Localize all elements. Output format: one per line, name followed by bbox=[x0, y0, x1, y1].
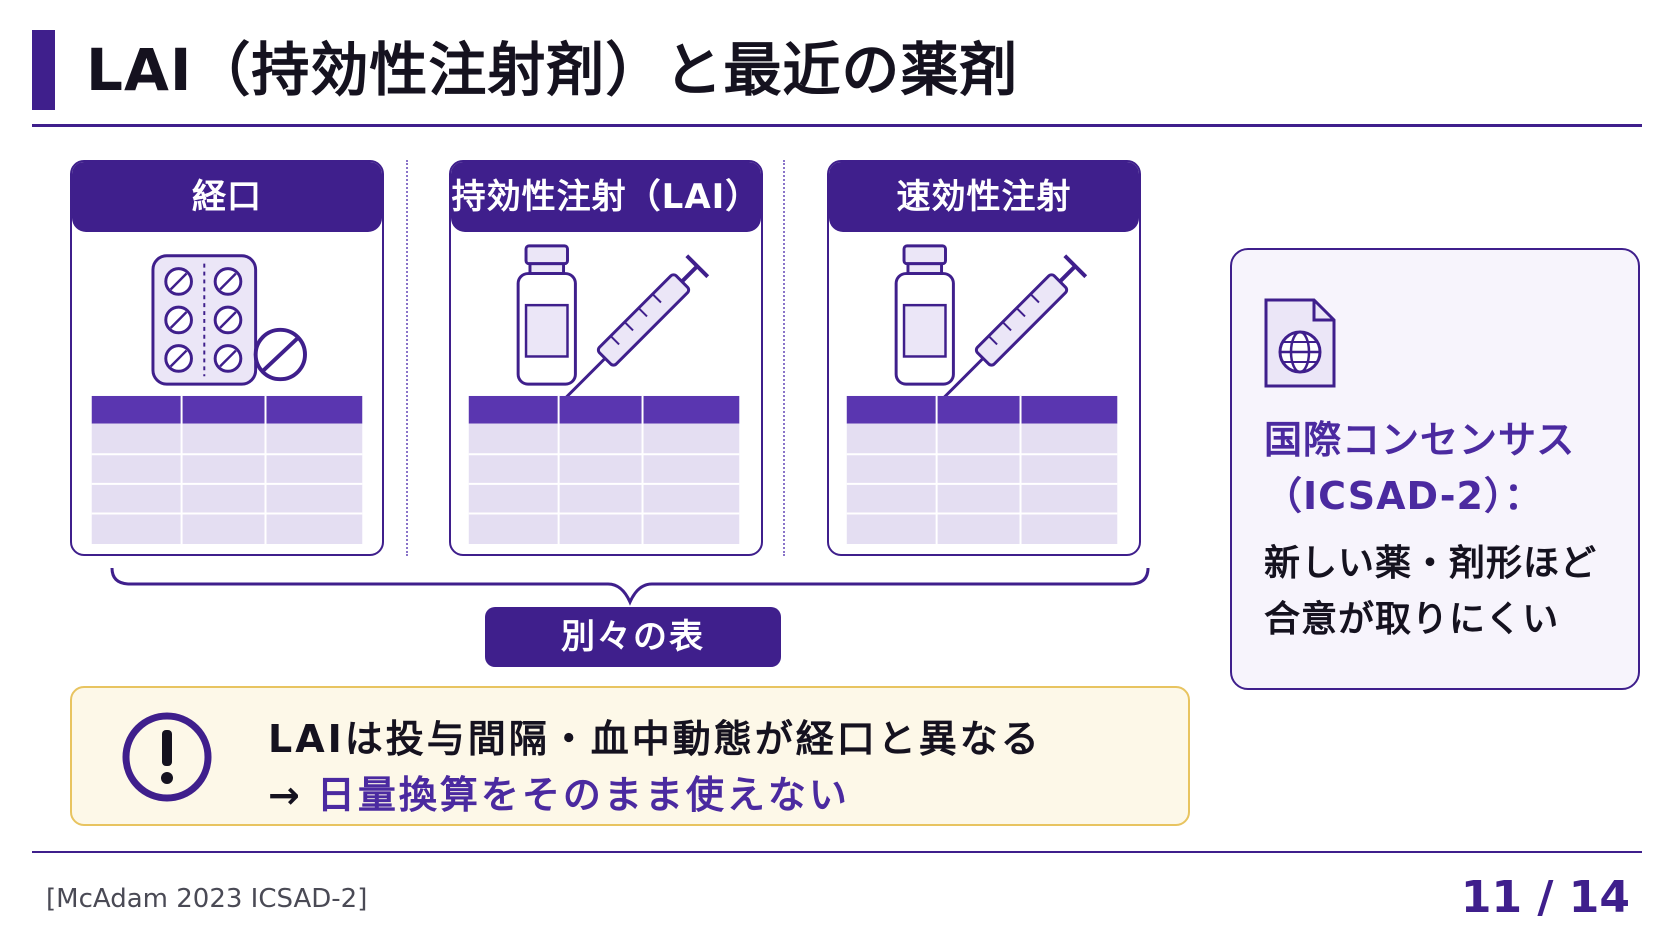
consensus-body: 新しい薬・剤形ほど 合意が取りにくい bbox=[1264, 536, 1597, 648]
footer-divider bbox=[32, 851, 1642, 853]
vial-syringe-icon bbox=[846, 244, 1118, 544]
card-oral: 経口 bbox=[70, 160, 384, 556]
citation: [McAdam 2023 ICSAD-2] bbox=[46, 884, 368, 914]
consensus-heading-line-1: 国際コンセンサス bbox=[1264, 418, 1576, 462]
consensus-body-line-1: 新しい薬・剤形ほど bbox=[1264, 543, 1598, 584]
consensus-panel: 国際コンセンサス （ICSAD-2）： 新しい薬・剤形ほど 合意が取りにくい bbox=[1230, 248, 1640, 690]
arrow-icon: → bbox=[268, 773, 303, 817]
card-lai: 持効性注射（LAI） bbox=[449, 160, 763, 556]
page-number: 11 / 14 bbox=[1460, 872, 1630, 923]
title-divider bbox=[32, 124, 1642, 127]
globe-document-icon bbox=[1264, 298, 1336, 388]
separate-tables-label: 別々の表 bbox=[485, 607, 781, 667]
grouping-brace bbox=[110, 567, 1150, 606]
warning-box: LAIは投与間隔・血中動態が経口と異なる → 日量換算をそのまま使えない bbox=[70, 686, 1190, 826]
vial-syringe-icon bbox=[468, 244, 740, 544]
warning-highlight: 日量換算をそのまま使えない bbox=[316, 773, 850, 817]
warning-line-2: → 日量換算をそのまま使えない bbox=[268, 764, 850, 819]
consensus-body-line-2: 合意が取りにくい bbox=[1264, 599, 1560, 640]
consensus-heading: 国際コンセンサス （ICSAD-2）： bbox=[1264, 412, 1575, 524]
card-lai-header: 持効性注射（LAI） bbox=[451, 162, 761, 232]
title-accent-bar bbox=[32, 30, 55, 110]
card-rapid-header: 速効性注射 bbox=[829, 162, 1139, 232]
pill-blister-icon bbox=[91, 254, 363, 544]
consensus-heading-line-2: （ICSAD-2）： bbox=[1264, 474, 1543, 518]
card-oral-header: 経口 bbox=[72, 162, 382, 232]
column-separator bbox=[783, 160, 785, 556]
card-rapid-injection: 速効性注射 bbox=[827, 160, 1141, 556]
column-separator bbox=[406, 160, 408, 556]
warning-line-1: LAIは投与間隔・血中動態が経口と異なる bbox=[268, 717, 1042, 761]
exclamation-icon bbox=[122, 712, 212, 802]
page-title: LAI（持効性注射剤）と最近の薬剤 bbox=[86, 36, 1019, 104]
